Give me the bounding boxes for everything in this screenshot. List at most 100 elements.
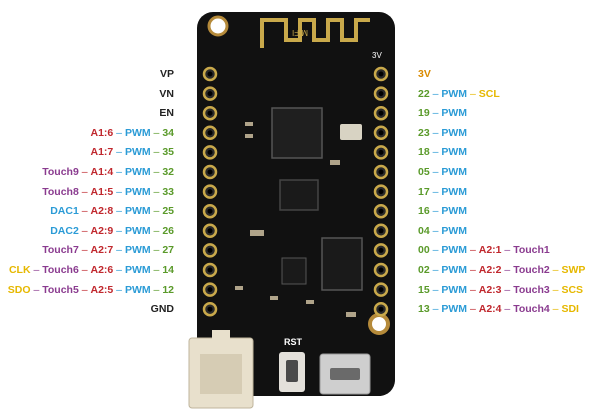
right-pin-label-row: 3V [418, 66, 431, 82]
pin-function-label: Touch6 [42, 264, 79, 276]
left-pin-label-row: VP [160, 66, 174, 82]
label-separator: – [549, 264, 562, 276]
pin-function-label: A2:5 [90, 283, 114, 296]
pin-function-label: 17 [418, 185, 430, 198]
header-pin-center [207, 149, 213, 155]
header-pin-center [378, 71, 384, 77]
pin-function-label: 25 [162, 205, 174, 218]
micro-usb-port [319, 353, 371, 395]
left-pin-label-row: CLK – Touch6 – A2:6 – PWM – 14 [9, 262, 174, 278]
left-pin-label-row: EN [159, 105, 174, 121]
pin-function-label: PWM [124, 185, 151, 198]
right-pin-label-row: 19 – PWM [418, 105, 467, 121]
mounting-hole [207, 15, 229, 37]
header-pin-center [378, 208, 384, 214]
label-separator: – [150, 283, 163, 296]
smd-components [235, 122, 356, 317]
label-separator: – [429, 264, 442, 276]
right-pin-label-row: 22 – PWM – SCL [418, 86, 500, 102]
header-pin-center [207, 189, 213, 195]
pin-function-label: PWM [124, 166, 151, 178]
left-pin-label-row: A1:7 – PWM – 35 [91, 144, 175, 160]
reset-button[interactable] [279, 352, 305, 392]
header-pin-center [207, 306, 213, 312]
label-separator: – [150, 205, 163, 218]
header-pin-center [207, 267, 213, 273]
label-separator: – [78, 166, 91, 178]
pin-function-label: 04 [418, 224, 430, 237]
left-pin-label-row: Touch8 – A1:5 – PWM – 33 [42, 184, 174, 200]
pin-function-label: SDO [7, 283, 31, 296]
header-pin-center [378, 247, 384, 253]
pin-function-label: 14 [162, 264, 174, 276]
header-pin-center [378, 91, 384, 97]
pin-function-label: PWM [441, 303, 468, 316]
header-pin-center [378, 149, 384, 155]
antenna-label: MIFI [292, 28, 308, 37]
pin-function-label: PWM [441, 283, 468, 296]
left-pin-label-row: Touch7 – A2:7 – PWM – 27 [42, 242, 174, 258]
label-separator: – [113, 185, 125, 198]
pin-function-label: 15 [418, 283, 430, 296]
right-pin-label-row: 17 – PWM [418, 184, 467, 200]
pin-function-label: A2:7 [90, 244, 114, 257]
pin-function-label: SCS [561, 283, 584, 296]
header-pin-center [207, 247, 213, 253]
pin-function-label: VN [159, 87, 174, 100]
right-pin-label-row: 05 – PWM [418, 164, 467, 180]
flash-chip [279, 179, 319, 211]
regulator-chip [281, 257, 307, 285]
header-pin-center [207, 91, 213, 97]
board-3v-label: 3V [372, 51, 382, 60]
label-separator: – [78, 205, 91, 218]
pin-function-label: PWM [124, 205, 151, 218]
header-pin-center [207, 71, 213, 77]
pin-function-label: A1:7 [90, 146, 114, 159]
label-separator: – [549, 283, 562, 296]
pin-function-label: SWP [561, 264, 586, 276]
label-separator: – [113, 244, 125, 257]
pin-function-label: A2:2 [478, 264, 502, 276]
label-separator: – [501, 264, 514, 276]
pin-function-label: 12 [162, 283, 174, 296]
label-separator: – [150, 185, 163, 198]
left-pin-label-row: VN [159, 86, 174, 102]
header-pin-center [378, 169, 384, 175]
label-separator: – [113, 146, 125, 159]
pin-function-label: A2:9 [90, 224, 114, 237]
pin-function-label: Touch2 [513, 264, 550, 276]
pin-function-label: Touch4 [513, 303, 550, 316]
pin-function-label: VP [159, 68, 174, 80]
pin-function-label: CLK [8, 264, 31, 276]
label-separator: – [429, 166, 442, 178]
label-separator: – [501, 283, 514, 296]
pin-function-label: Touch5 [42, 283, 79, 296]
label-separator: – [467, 283, 479, 296]
right-header-pins [373, 66, 389, 317]
right-pin-label-row: 02 – PWM – A2:2 – Touch2 – SWP [418, 262, 585, 278]
pin-function-label: DAC2 [50, 224, 79, 237]
pin-function-label: DAC1 [50, 205, 79, 218]
header-pin-center [378, 228, 384, 234]
label-separator: – [429, 126, 442, 139]
pin-function-label: A1:4 [90, 166, 114, 178]
right-pin-label-row: 00 – PWM – A2:1 – Touch1 [418, 242, 550, 258]
label-separator: – [78, 244, 91, 257]
label-separator: – [467, 303, 479, 316]
label-separator: – [113, 264, 125, 276]
label-separator: – [150, 244, 163, 257]
left-pin-label-row: GND [151, 301, 174, 317]
label-separator: – [501, 244, 514, 257]
antenna-trace-icon [260, 18, 370, 48]
pin-function-label: 16 [418, 205, 430, 218]
pin-function-label: Touch8 [42, 185, 79, 198]
header-pin-center [378, 267, 384, 273]
right-pin-label-row: 18 – PWM [418, 144, 467, 160]
label-separator: – [429, 244, 442, 257]
esp32-chip [271, 107, 323, 159]
label-separator: – [429, 185, 442, 198]
header-pin-center [207, 130, 213, 136]
pin-function-label: PWM [124, 264, 151, 276]
pin-function-label: 05 [418, 166, 430, 178]
